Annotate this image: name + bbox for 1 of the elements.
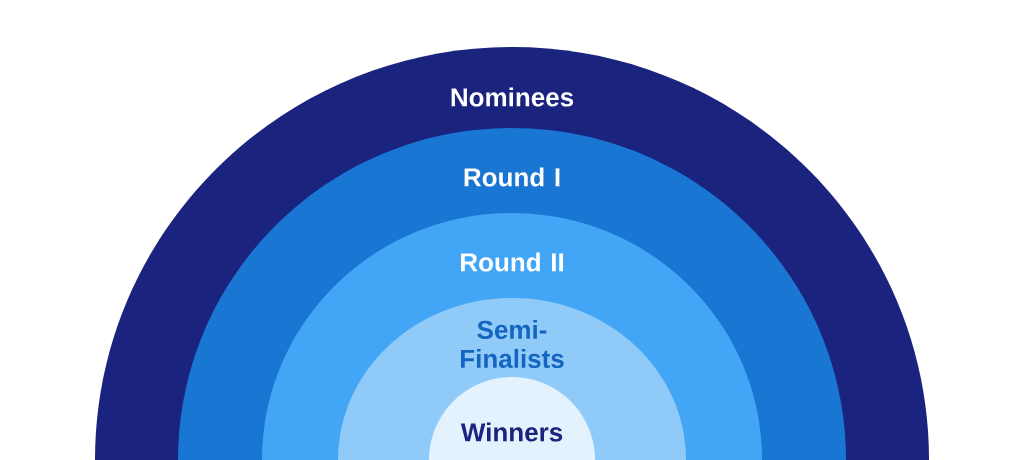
semicircle: Winners (429, 377, 595, 460)
